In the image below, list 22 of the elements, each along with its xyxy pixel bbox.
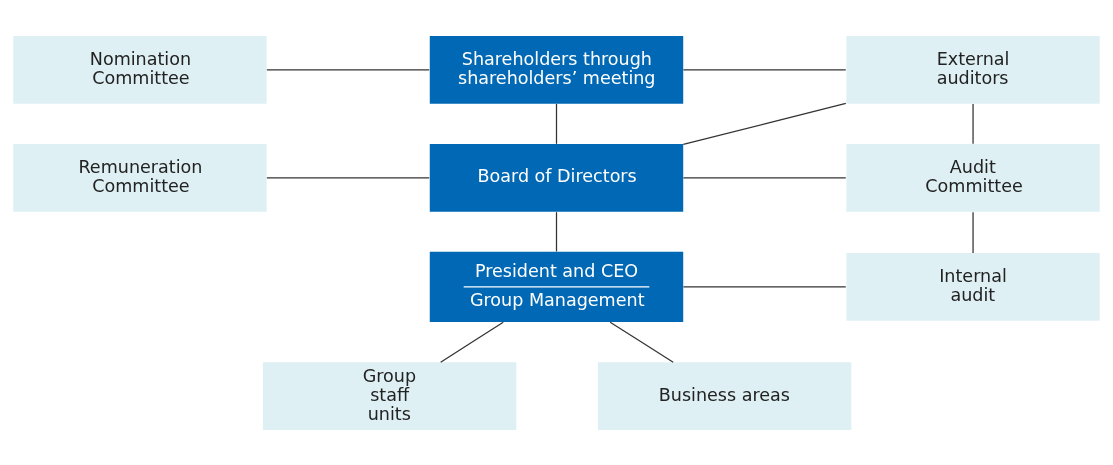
connector [555, 102, 558, 144]
node-box: Nomination Committee [13, 35, 267, 104]
connector [266, 176, 430, 178]
node-box: Shareholders through shareholders’ meeting [429, 35, 684, 104]
connector [972, 211, 974, 254]
connector [266, 68, 430, 70]
node-box: Group staff units [262, 361, 517, 430]
connector [440, 321, 504, 363]
connector [555, 211, 558, 252]
node-box: Internal audit [846, 252, 1100, 321]
connector [682, 68, 847, 70]
node-box: President and CEO Group Management [429, 251, 684, 322]
node-box: Audit Committee [846, 143, 1100, 212]
connector [682, 176, 847, 178]
node-box: External auditors [846, 35, 1100, 104]
connector [682, 102, 847, 145]
node-box: Remuneration Committee [13, 143, 267, 212]
connector [609, 321, 674, 363]
connector [972, 102, 974, 144]
node-box: Business areas [597, 361, 852, 430]
connector [682, 285, 847, 288]
node-box: Board of Directors [429, 143, 684, 212]
